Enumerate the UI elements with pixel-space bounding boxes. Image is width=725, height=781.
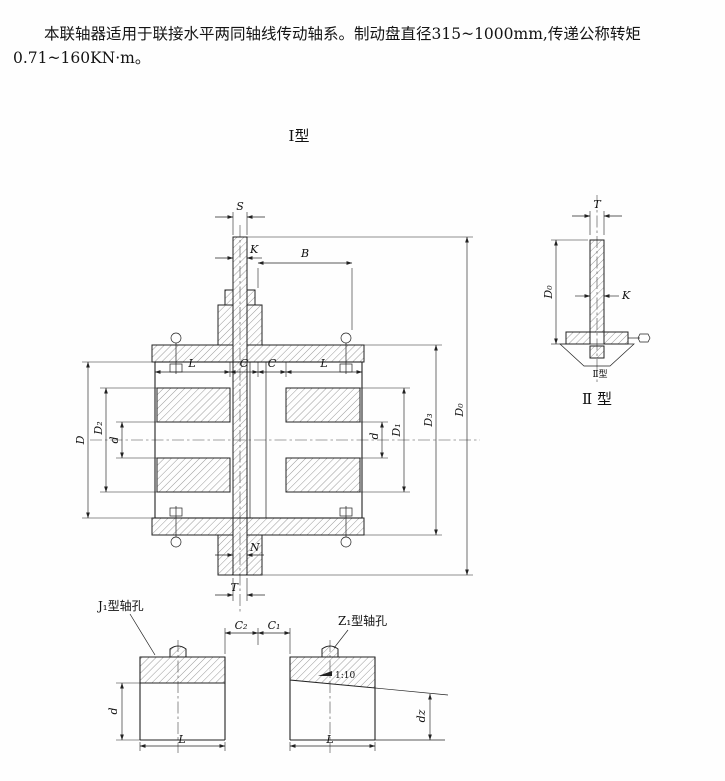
j1-label: J₁型轴孔 (96, 598, 144, 613)
z1-view: Z₁型轴孔 1:10 dz L (289, 613, 449, 751)
type1-dimensions: S K B L C C L d (74, 200, 473, 601)
brake-disc-section (232, 236, 248, 576)
dim-label-L-j1: L (177, 733, 185, 746)
hub-sections (156, 387, 361, 493)
dim-label-D0: D₀ (453, 403, 466, 418)
taper-label: 1:10 (335, 671, 355, 681)
disc-clamp (217, 289, 263, 576)
type1-caption: Ⅰ型 (289, 127, 310, 145)
dim-label-dz: dz (415, 709, 428, 722)
j1-key-boss (169, 645, 187, 658)
type2-hub (559, 331, 651, 367)
c2-c1-dimensions: C₂ C₁ (224, 619, 291, 654)
type2-caption: Ⅱ 型 (582, 390, 612, 408)
dim-label-T-type2: T (593, 198, 602, 211)
z1-key-boss (321, 645, 339, 658)
dim-label-C2: C₂ (235, 619, 248, 632)
dim-label-K-type2: K (621, 289, 631, 302)
type2-view: T D₀ K Ⅱ型 Ⅱ 型 (542, 198, 651, 408)
dim-label-C-left: C (240, 357, 249, 370)
dim-label-N: N (249, 541, 260, 554)
dim-label-T-main: T (231, 581, 240, 594)
flange-plates (151, 344, 365, 536)
dim-label-d-j1: d (107, 707, 120, 714)
dim-label-D1: D₁ (390, 423, 403, 437)
dim-label-D2: D₂ (92, 421, 105, 435)
z1-hub-wall (289, 656, 376, 689)
taper-symbol (318, 671, 332, 676)
z1-label: Z₁型轴孔 (338, 613, 387, 628)
dim-label-L-right: L (319, 357, 327, 370)
j1-hub-wall (139, 656, 226, 684)
dim-label-S: S (236, 200, 244, 213)
type2-small-label: Ⅱ型 (592, 369, 607, 380)
dim-label-L-left: L (187, 357, 195, 370)
dim-label-D: D (74, 435, 87, 445)
dim-label-C1: C₁ (268, 619, 281, 632)
dim-label-C-right: C (268, 357, 277, 370)
dim-label-d-right: d (368, 432, 381, 439)
bolt-hex (637, 333, 651, 343)
dim-label-D0-type2: D₀ (542, 285, 555, 300)
dim-label-L-z1: L (325, 733, 333, 746)
dim-label-B: B (300, 247, 309, 260)
j1-view: J₁型轴孔 d L (96, 598, 226, 751)
intro-text: 本联轴器适用于联接水平两同轴线传动轴系。制动盘直径315~1000mm,传递公称… (13, 24, 641, 67)
dim-label-d-left: d (108, 436, 121, 443)
dim-label-D3: D₃ (422, 413, 435, 427)
drum-outline (154, 361, 363, 519)
dim-label-K: K (249, 243, 259, 256)
type2-disc-section (589, 239, 605, 333)
type1-view (151, 236, 365, 576)
